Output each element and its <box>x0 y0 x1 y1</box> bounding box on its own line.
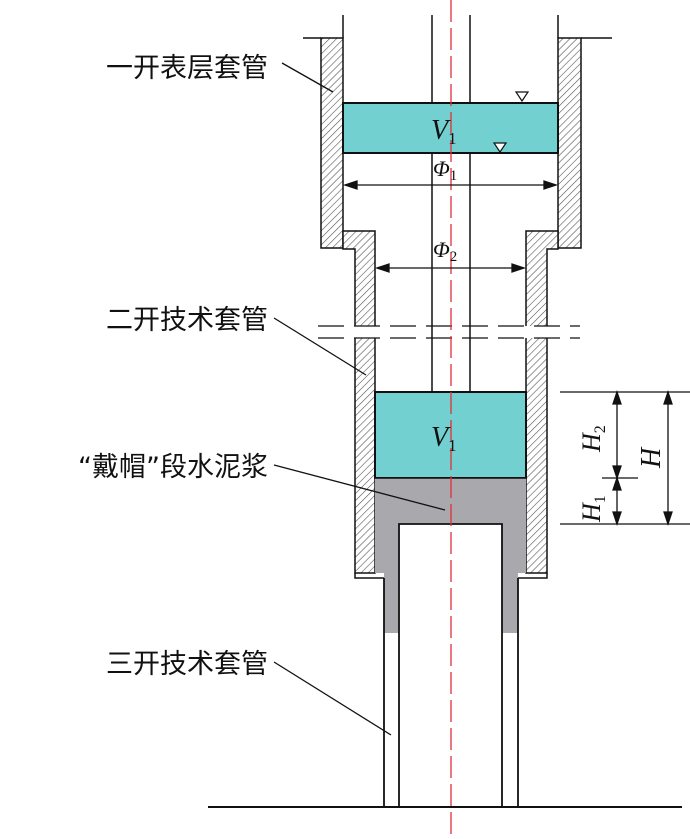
symbol-diameter-1: Φ1 <box>433 156 457 184</box>
leader-technical-casing-2 <box>273 317 367 376</box>
break-gap <box>318 326 580 338</box>
label-surface-casing: 一开表层套管 <box>106 53 268 84</box>
diameter-2-dimension <box>374 263 527 273</box>
leader-cap-slurry <box>273 464 446 511</box>
symbol-volume-upper: V1 <box>431 115 457 148</box>
symbol-height-2: H2 <box>577 425 609 453</box>
label-cap-slurry: “戴帽”段水泥浆 <box>78 452 268 483</box>
height-dimensions <box>560 389 690 527</box>
water-level-marker-lower <box>492 142 508 154</box>
drill-pipe <box>431 15 471 392</box>
symbol-diameter-2: Φ2 <box>433 237 457 265</box>
leader-lines <box>273 62 446 736</box>
diameter-1-dimension <box>342 180 559 190</box>
technical-casing-2-wall-right <box>525 230 559 574</box>
cement-cap-slurry <box>375 478 526 633</box>
label-technical-casing-2: 二开技术套管 <box>106 305 268 336</box>
symbol-volume-lower: V1 <box>431 422 457 455</box>
surface-casing <box>303 15 612 249</box>
break-lines <box>318 325 580 339</box>
technical-casing-2-wall-left <box>342 230 376 574</box>
leader-surface-casing <box>281 62 334 93</box>
surface-casing-wall-left <box>320 37 344 249</box>
symbol-height-1: H1 <box>577 495 609 523</box>
surface-casing-wall-right <box>557 37 582 249</box>
leader-technical-casing-3 <box>273 661 392 736</box>
label-technical-casing-3: 三开技术套管 <box>106 649 268 680</box>
symbol-height-total: H <box>636 446 667 469</box>
water-level-marker-upper <box>514 91 530 103</box>
